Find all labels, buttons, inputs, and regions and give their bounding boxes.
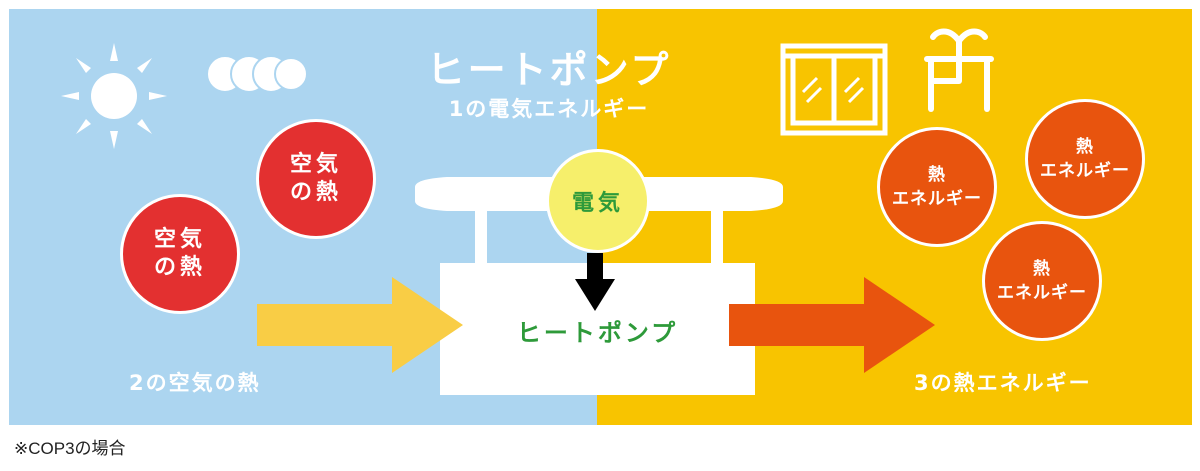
heat-energy-label: 熱 エネルギー bbox=[997, 259, 1087, 303]
electricity-input-caption: 1の電気エネルギー bbox=[448, 97, 650, 121]
input-heat-label: 2の空気の熱 bbox=[129, 371, 261, 395]
down-arrow-icon bbox=[575, 253, 615, 311]
right-arrow-icon bbox=[729, 277, 935, 373]
heat-energy-circle: 熱 エネルギー bbox=[1025, 99, 1145, 219]
heat-energy-circle: 熱 エネルギー bbox=[877, 127, 997, 247]
heat-energy-label: 熱 エネルギー bbox=[1040, 137, 1130, 181]
faucet-icon bbox=[924, 28, 994, 112]
cloud-icon bbox=[206, 55, 308, 93]
window-icon bbox=[780, 43, 888, 136]
heat-energy-circle: 熱 エネルギー bbox=[982, 221, 1102, 341]
diagram-title: ヒートポンプ bbox=[426, 48, 672, 92]
electricity-label: 電気 bbox=[571, 191, 624, 216]
air-heat-label: 空気 の熱 bbox=[153, 227, 206, 280]
air-heat-label: 空気 の熱 bbox=[289, 152, 342, 205]
electricity-circle: 電気 bbox=[546, 149, 650, 253]
sun-icon bbox=[61, 43, 167, 149]
output-heat-label: 3の熱エネルギー bbox=[914, 371, 1092, 395]
heat-pump-diagram: ヒートポンプ 1の電気エネルギー 空気 の熱 空気 の熱 電気 ヒートポンプ 熱… bbox=[9, 9, 1192, 425]
heat-pump-label: ヒートポンプ bbox=[516, 319, 679, 347]
heat-energy-label: 熱 エネルギー bbox=[892, 165, 982, 209]
footnote: ※COP3の場合 bbox=[14, 439, 126, 458]
air-heat-circle: 空気 の熱 bbox=[256, 119, 376, 239]
right-arrow-icon bbox=[257, 277, 463, 373]
air-heat-circle: 空気 の熱 bbox=[120, 194, 240, 314]
